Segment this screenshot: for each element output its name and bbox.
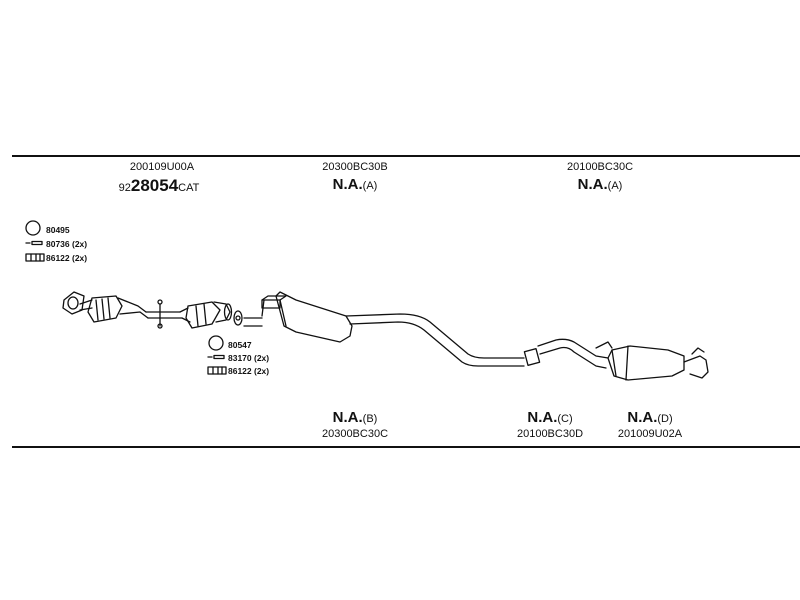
nut-icon	[207, 366, 227, 375]
manifold-flange-icon	[62, 291, 85, 315]
middle-section-availability: N.A.(A)	[333, 176, 378, 193]
bolt-icon	[207, 354, 225, 360]
catalytic-converter-front-icon	[79, 295, 149, 323]
rear-pipe-icon	[537, 338, 613, 369]
hardware-b-code-3: 86122 (2x)	[228, 366, 270, 376]
hardware-a-code-3: 86122 (2x)	[46, 253, 88, 263]
na-text: N.A.	[527, 409, 558, 426]
na-text: N.A.	[577, 176, 608, 193]
catalyst-suffix: CAT	[178, 182, 200, 194]
rear-pipe-availability: N.A.(A)	[578, 176, 623, 193]
part-number-rear-pipe: 20100BC30C	[566, 161, 634, 173]
rear-muffler-availability: N.A.(D)	[627, 409, 672, 426]
front-muffler-availability: N.A.(B)	[333, 409, 378, 426]
part-number-middle-section: 20300BC30B	[322, 161, 388, 173]
bottom-divider	[12, 446, 800, 448]
pipe-clamp-icon	[523, 348, 541, 366]
part-number-catalyst: 200109U00A	[129, 161, 195, 173]
na-tag: (A)	[362, 180, 378, 192]
catalytic-converter-rear-icon	[179, 301, 231, 329]
nut-icon	[25, 253, 45, 262]
hardware-b-code-1: 80547	[228, 340, 252, 350]
bolt-icon	[25, 240, 43, 246]
gasket-ring-icon	[25, 220, 41, 236]
part-number-front-muffler: 20300BC30C	[321, 428, 389, 440]
na-tag: (C)	[557, 413, 573, 425]
na-tag: (B)	[362, 413, 378, 425]
rear-muffler-icon	[607, 345, 709, 381]
tail-pipe-availability: N.A.(C)	[527, 409, 572, 426]
part-number-tail-pipe: 20100BC30D	[516, 428, 584, 440]
na-text: N.A.	[332, 409, 363, 426]
intermediate-pipe-icon	[145, 299, 183, 329]
hardware-b-code-2: 83170 (2x)	[228, 353, 270, 363]
catalyst-prefix: 92	[118, 182, 131, 194]
top-divider	[12, 155, 800, 157]
catalyst-reference: 9228054CAT	[119, 176, 200, 196]
na-text: N.A.	[332, 176, 363, 193]
catalyst-number: 28054	[130, 176, 179, 195]
flange-gasket-icon	[223, 303, 243, 326]
hardware-a-code-2: 80736 (2x)	[46, 239, 88, 249]
gasket-ring-icon	[208, 335, 224, 351]
part-number-rear-muffler: 201009U02A	[617, 428, 683, 440]
na-text: N.A.	[627, 409, 658, 426]
hardware-a-code-1: 80495	[46, 225, 70, 235]
na-tag: (A)	[607, 180, 623, 192]
front-muffler-icon	[243, 291, 353, 343]
na-tag: (D)	[657, 413, 673, 425]
middle-pipe-icon	[345, 313, 525, 367]
